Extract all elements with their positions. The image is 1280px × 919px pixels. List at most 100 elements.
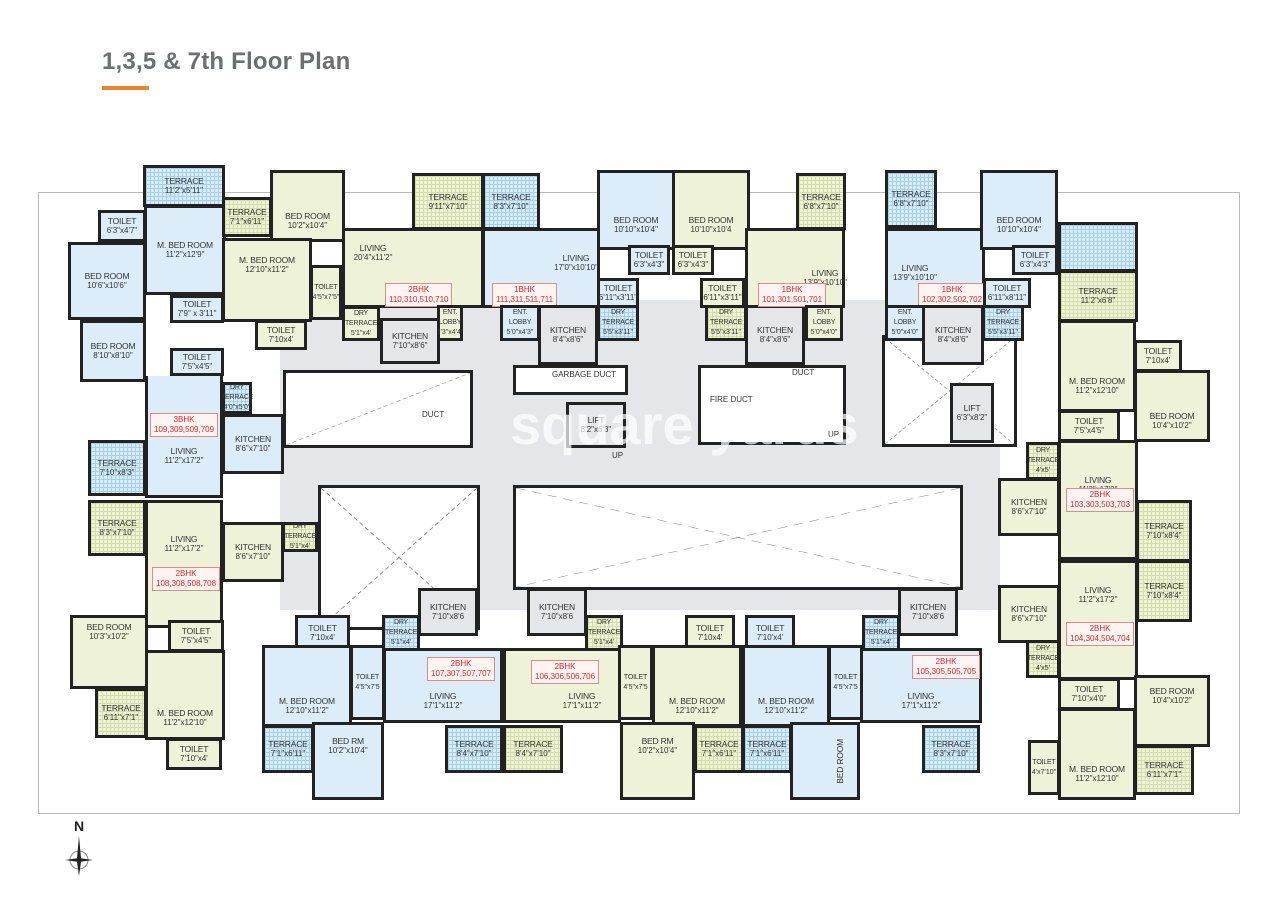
terrace-blue: [1058, 222, 1138, 272]
duct-label: DUCT: [422, 410, 445, 419]
open-shaft: [513, 485, 963, 590]
bedroom: BED ROOM: [790, 722, 860, 800]
garbage-duct-label: GARBAGE DUCT: [552, 370, 617, 379]
duct-shaft: [283, 370, 473, 448]
title-underline: [102, 86, 149, 90]
stair-up-label-2: UP: [828, 430, 840, 439]
page-title: 1,3,5 & 7th Floor Plan: [102, 48, 351, 75]
north-arrow-icon: N: [62, 818, 102, 878]
fire-duct-label: FIRE DUCT: [710, 395, 753, 404]
watermark: square yards: [510, 393, 859, 456]
north-label: N: [74, 818, 85, 834]
duct-label-2: DUCT: [792, 368, 815, 377]
garbage-duct: [513, 365, 628, 395]
